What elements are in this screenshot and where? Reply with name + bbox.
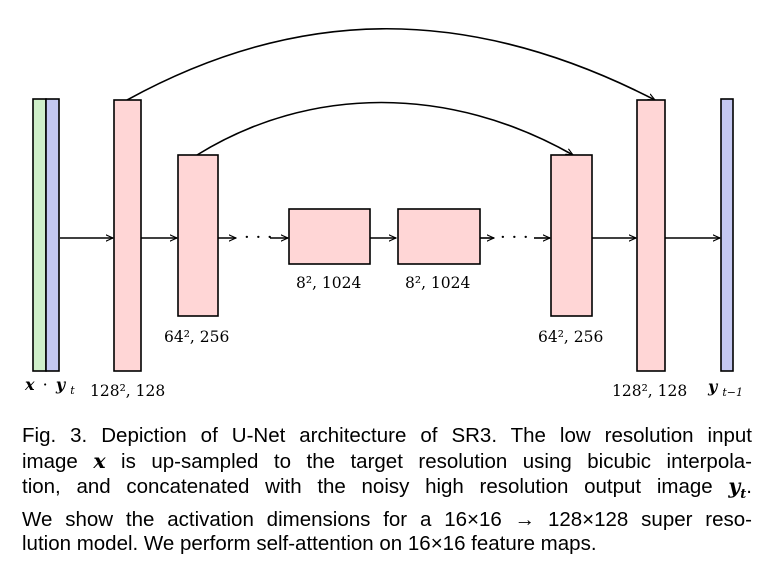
decoder-block-1 <box>636 99 666 372</box>
caption-line-5: lution model. We perform self-attention … <box>22 532 597 556</box>
encoder-block-1 <box>113 99 142 372</box>
unet-diagram: · · · · · · 128², 128 64², 256 8², 1024 … <box>24 27 743 400</box>
skip-connection-outer <box>126 27 655 101</box>
skip-connection-inner <box>196 101 573 156</box>
math-y-subscript: t <box>740 487 747 503</box>
input-block-y <box>45 98 60 372</box>
encoder-block-1-label: 128², 128 <box>90 382 165 400</box>
encoder-block-2 <box>177 154 219 317</box>
decoder-block-2 <box>550 154 593 317</box>
figure-caption: Fig. 3. Depiction of U-Net architecture … <box>22 424 752 557</box>
caption-line-2: image x is up-sampled to the target reso… <box>22 448 753 473</box>
encoder-block-2-label: 64², 256 <box>164 328 229 346</box>
middle-block-1-label: 8², 1024 <box>296 274 362 292</box>
middle-block-2 <box>397 208 481 265</box>
caption-line-1: Fig. 3. Depiction of U-Net architecture … <box>22 424 752 447</box>
caption-line-4: We show the activation dimensions for a … <box>22 507 752 531</box>
ellipsis-left: · · · <box>244 227 273 248</box>
decoder-block-2-label: 64², 256 <box>538 328 603 346</box>
ellipsis-right: · · · <box>500 227 529 248</box>
middle-block-1 <box>288 208 371 265</box>
input-block-x <box>32 98 47 372</box>
math-y: y <box>728 474 741 498</box>
output-block <box>720 98 734 372</box>
middle-block-2-label: 8², 1024 <box>405 274 471 292</box>
decoder-block-1-label: 128², 128 <box>612 382 687 400</box>
input-label: x · y t <box>24 375 75 397</box>
math-x: x <box>93 448 106 473</box>
output-label: y t−1 <box>707 377 743 399</box>
caption-line-3: tion, and concatenated with the noisy hi… <box>22 474 752 503</box>
